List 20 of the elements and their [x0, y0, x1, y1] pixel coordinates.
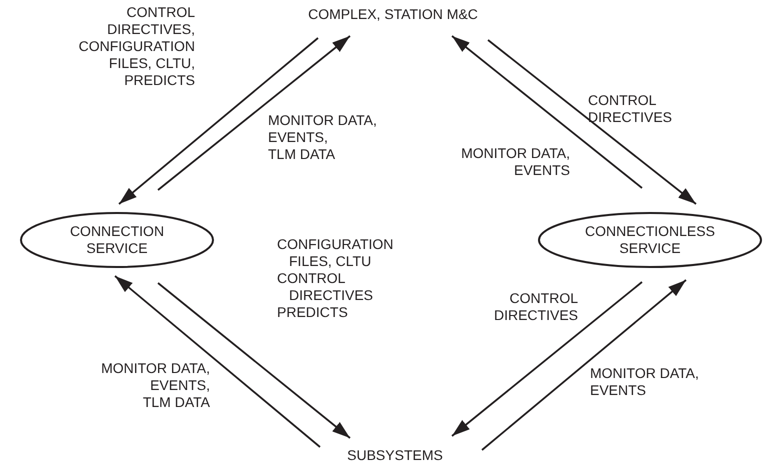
node-label: CONNECTIONLESS SERVICE — [584, 223, 716, 257]
arrow — [451, 281, 643, 437]
arrow — [157, 282, 351, 439]
edge-label: MONITOR DATA, EVENTS, TLM DATA — [268, 112, 378, 163]
edge-label: MONITOR DATA, EVENTS — [460, 145, 570, 179]
edge-label: MONITOR DATA, EVENTS, TLM DATA — [100, 360, 210, 411]
edge-label: MONITOR DATA, EVENTS — [590, 365, 700, 399]
edge-label: CONTROL DIRECTIVES, CONFIGURATION FILES, CLTU, PREDICTS — [78, 4, 195, 89]
node-label: SUBSYSTEMS — [346, 446, 444, 464]
node-label: COMPLEX, STATION M&C — [307, 6, 479, 22]
arrow — [157, 35, 351, 191]
node-label: CONNECTION SERVICE — [68, 223, 166, 257]
arrow — [451, 35, 643, 189]
arrow — [481, 279, 687, 451]
arrow — [114, 275, 321, 448]
edge-label: CONTROL DIRECTIVES — [492, 290, 578, 324]
edge-label: CONFIGURATION FILES, CLTU CONTROL DIRECTIVES PREDICTS — [277, 236, 394, 321]
arrow — [487, 39, 697, 205]
arrow — [118, 37, 319, 205]
edge-label: CONTROL DIRECTIVES — [588, 92, 674, 126]
